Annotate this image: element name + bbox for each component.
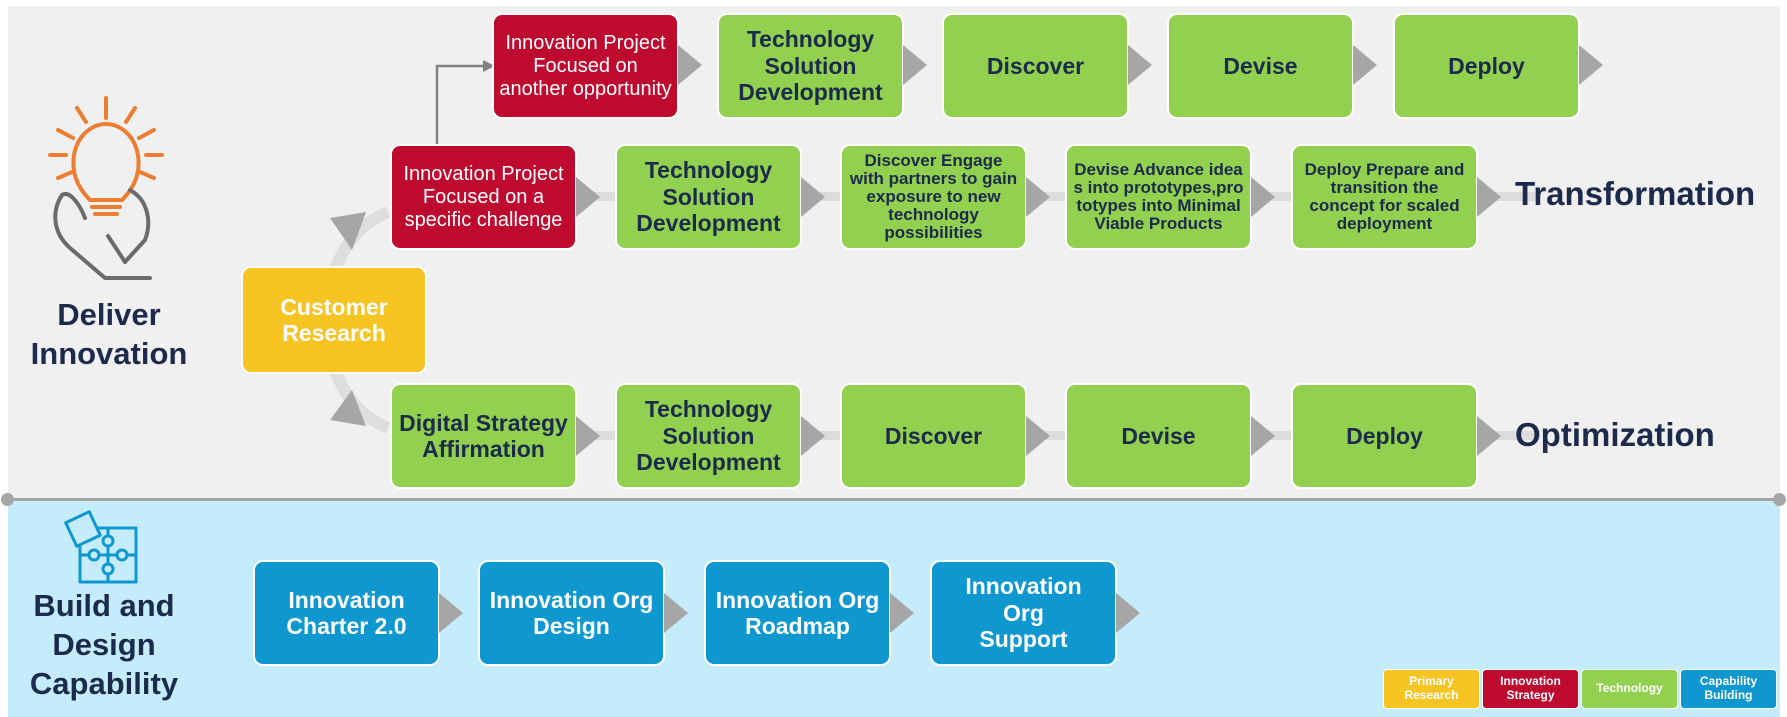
chevron-arrow-icon xyxy=(1128,45,1152,85)
chevron-arrow-icon xyxy=(1026,177,1050,217)
build-design-capability-label: Build and Design Capability xyxy=(29,588,179,701)
top-technology-solution-development-box: Technology Solution Development xyxy=(717,13,904,119)
legend-innovation-strategy: Innovation Strategy xyxy=(1482,669,1579,709)
innovation-org-support-box: Innovation Org Support xyxy=(930,560,1117,666)
legend-technology: Technology xyxy=(1581,669,1678,709)
legend-primary-research: Primary Research xyxy=(1383,669,1480,709)
legend-capability-building: Capability Building xyxy=(1680,669,1777,709)
optimization-discover-box: Discover xyxy=(840,383,1027,489)
optimization-technology-solution-development-box: Technology Solution Development xyxy=(615,383,802,489)
chevron-arrow-icon xyxy=(903,45,927,85)
divider-right-dot xyxy=(1773,493,1786,506)
chevron-arrow-icon xyxy=(1579,45,1603,85)
section-divider xyxy=(8,498,1778,501)
optimization-deploy-box: Deploy xyxy=(1291,383,1478,489)
transformation-deploy-box: Deploy Prepare and transition the concep… xyxy=(1291,144,1478,250)
chevron-arrow-icon xyxy=(1026,416,1050,456)
top-discover-box: Discover xyxy=(942,13,1129,119)
chevron-arrow-icon xyxy=(1353,45,1377,85)
digital-strategy-affirmation-box: Digital Strategy Affirmation xyxy=(390,383,577,489)
chevron-arrow-icon xyxy=(1477,416,1501,456)
top-devise-box: Devise xyxy=(1167,13,1354,119)
transformation-technology-solution-development-box: Technology Solution Development xyxy=(615,144,802,250)
innovation-org-roadmap-box: Innovation Org Roadmap xyxy=(704,560,891,666)
transformation-label: Transformation xyxy=(1515,175,1756,212)
optimization-label: Optimization xyxy=(1515,416,1715,453)
innovation-project-another-opportunity-box: Innovation Project Focused on another op… xyxy=(492,13,679,119)
innovation-org-design-box: Innovation Org Design xyxy=(478,560,665,666)
chevron-arrow-icon xyxy=(576,416,600,456)
chevron-arrow-icon xyxy=(664,593,688,633)
chevron-arrow-icon xyxy=(439,593,463,633)
chevron-arrow-icon xyxy=(678,45,702,85)
innovation-charter-box: Innovation Charter 2.0 xyxy=(253,560,440,666)
transformation-discover-box: Discover Engage with partners to gain ex… xyxy=(840,144,1027,250)
chevron-arrow-icon xyxy=(801,416,825,456)
innovation-project-specific-challenge-box: Innovation Project Focused on a specific… xyxy=(390,144,577,250)
chevron-arrow-icon xyxy=(1477,177,1501,217)
transformation-devise-box: Devise Advance ideas into prototypes,pro… xyxy=(1065,144,1252,250)
deliver-innovation-label: Deliver Innovation xyxy=(30,297,188,371)
chevron-arrow-icon xyxy=(576,177,600,217)
chevron-arrow-icon xyxy=(801,177,825,217)
optimization-devise-box: Devise xyxy=(1065,383,1252,489)
chevron-arrow-icon xyxy=(1116,593,1140,633)
chevron-arrow-icon xyxy=(890,593,914,633)
chevron-arrow-icon xyxy=(1251,177,1275,217)
divider-left-dot xyxy=(1,493,14,506)
top-deploy-box: Deploy xyxy=(1393,13,1580,119)
customer-research-box: Customer Research xyxy=(241,266,427,374)
chevron-arrow-icon xyxy=(1251,416,1275,456)
